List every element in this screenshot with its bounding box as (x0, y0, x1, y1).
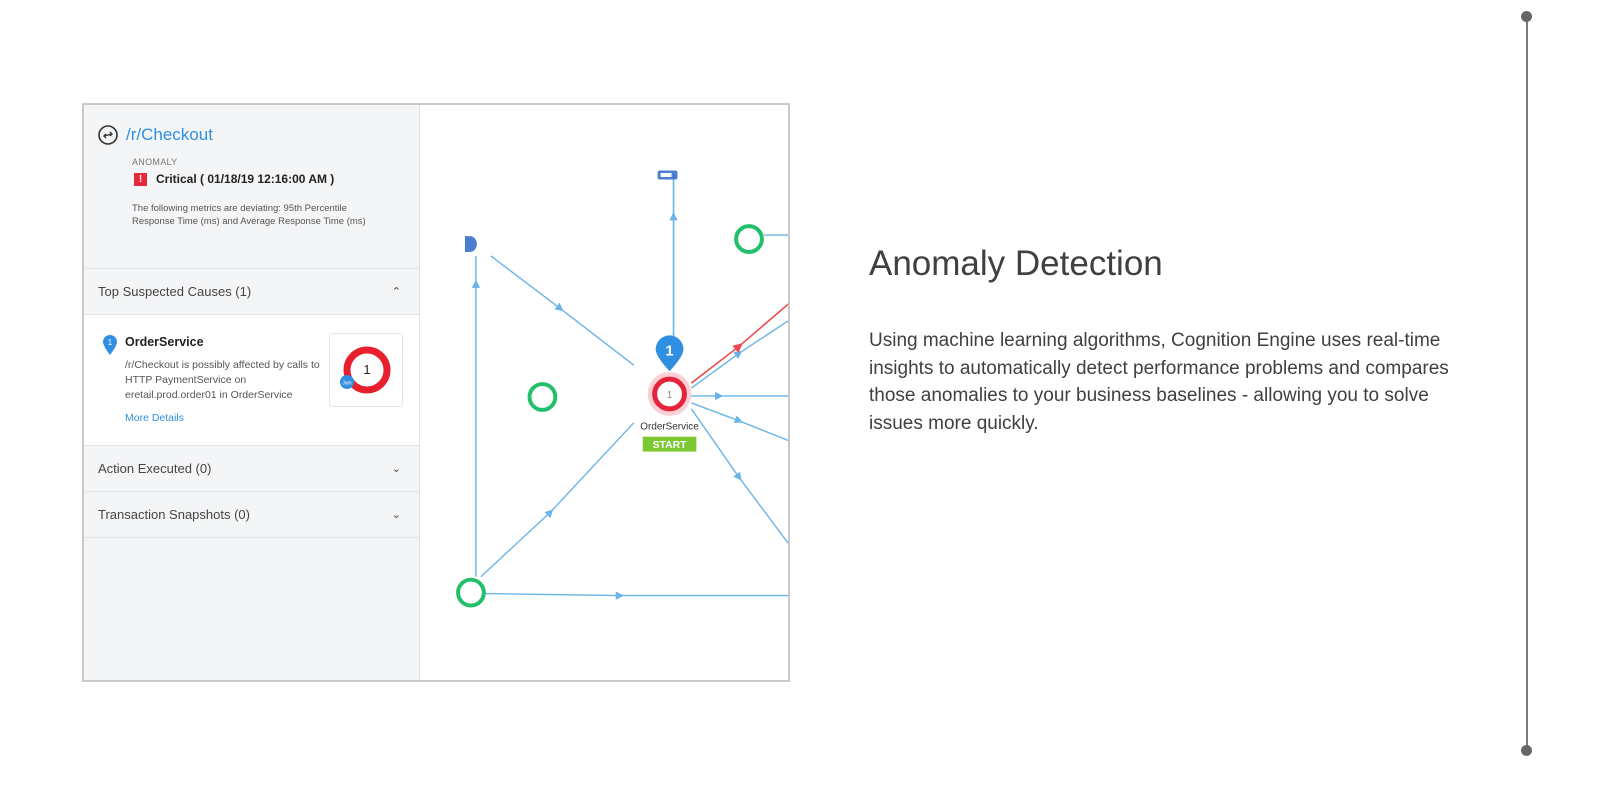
node-label: OrderService (640, 422, 699, 433)
timeline-dot-bottom (1521, 745, 1532, 756)
severity-text: Critical ( 01/18/19 12:16:00 AM ) (156, 172, 335, 186)
chevron-down-icon[interactable]: ⌄ (391, 463, 401, 475)
section-label: Action Executed (0) (98, 461, 212, 476)
edge (690, 320, 788, 389)
timeline-rule (1526, 16, 1528, 751)
ring-card[interactable]: 1 Jam (329, 333, 403, 407)
more-details-link[interactable]: More Details (125, 412, 184, 424)
ring-value: 1 (363, 362, 370, 377)
healthy-node (734, 224, 764, 254)
transaction-icon (98, 125, 118, 145)
cause-service-name: OrderService (125, 335, 204, 349)
service-node-left (464, 236, 477, 252)
order-service-node (652, 376, 687, 412)
edge (484, 591, 788, 600)
anomaly-description: The following metrics are deviating: 95t… (132, 203, 366, 227)
edge (490, 255, 635, 366)
map-pin-icon: 1 (103, 335, 117, 355)
severity-row: ! Critical ( 01/18/19 12:16:00 AM ) (134, 172, 405, 186)
start-badge (642, 436, 697, 452)
section-top-suspected-causes[interactable]: Top Suspected Causes (1) ⌃ (84, 269, 419, 315)
edge (690, 408, 788, 545)
service-flow-map[interactable]: 1 1 OrderService START (420, 105, 790, 680)
map-pin-icon (655, 335, 684, 372)
healthy-node (456, 577, 486, 608)
pin-number: 1 (108, 338, 113, 347)
chevron-down-icon[interactable]: ⌄ (391, 509, 401, 521)
ring-badge: Jam (342, 381, 351, 387)
transaction-title-link[interactable]: /r/Checkout (126, 125, 213, 144)
start-label: START (653, 440, 688, 451)
node-count: 1 (667, 390, 673, 401)
critical-alert-icon: ! (134, 172, 147, 186)
anomaly-label: ANOMALY (132, 157, 178, 167)
anomaly-ring-chart: 1 Jam (340, 346, 391, 394)
section-label: Top Suspected Causes (1) (98, 284, 252, 299)
cause-text: /r/Checkout is possibly affected by call… (125, 359, 320, 401)
slide-title: Anomaly Detection (869, 244, 1163, 283)
anomaly-header: /r/Checkout ANOMALY ! Critical ( 01/18/1… (84, 105, 419, 269)
edges (471, 176, 788, 600)
alert-edge (690, 303, 788, 384)
product-screenshot: /r/Checkout ANOMALY ! Critical ( 01/18/1… (82, 103, 790, 682)
suspected-cause-card: 1 OrderService /r/Checkout is possibly a… (84, 315, 419, 446)
edge (691, 402, 788, 442)
edge (480, 422, 635, 578)
section-action-executed[interactable]: Action Executed (0) ⌄ (84, 446, 419, 492)
section-transaction-snapshots[interactable]: Transaction Snapshots (0) ⌄ (84, 492, 419, 538)
pin-number: 1 (665, 343, 673, 359)
timeline-dot-top (1521, 11, 1532, 22)
healthy-node (527, 382, 558, 412)
chevron-up-icon[interactable]: ⌃ (391, 286, 401, 298)
section-label: Transaction Snapshots (0) (98, 507, 250, 522)
title-row: /r/Checkout (98, 125, 405, 145)
slide-body: Using machine learning algorithms, Cogni… (869, 330, 1449, 434)
anomaly-sidebar: /r/Checkout ANOMALY ! Critical ( 01/18/1… (84, 105, 420, 680)
